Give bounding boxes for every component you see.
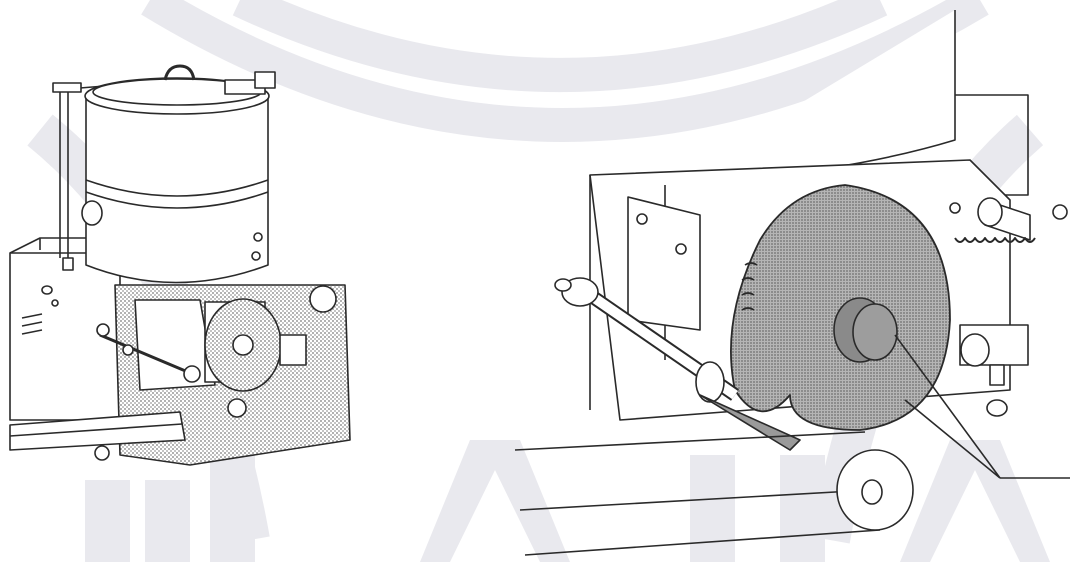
- cutter-closeup: [514, 10, 1070, 556]
- cutter-disc: [730, 184, 951, 431]
- spring-assembly: [954, 197, 1068, 417]
- machine-overview: [9, 64, 351, 466]
- callout-leader: [894, 334, 1070, 479]
- side-rod: [96, 323, 201, 383]
- conveyor-belt: [9, 411, 186, 461]
- background-watermark: [27, 0, 1050, 562]
- hopper-pot: [81, 64, 276, 284]
- conveyor-roller: [514, 431, 914, 556]
